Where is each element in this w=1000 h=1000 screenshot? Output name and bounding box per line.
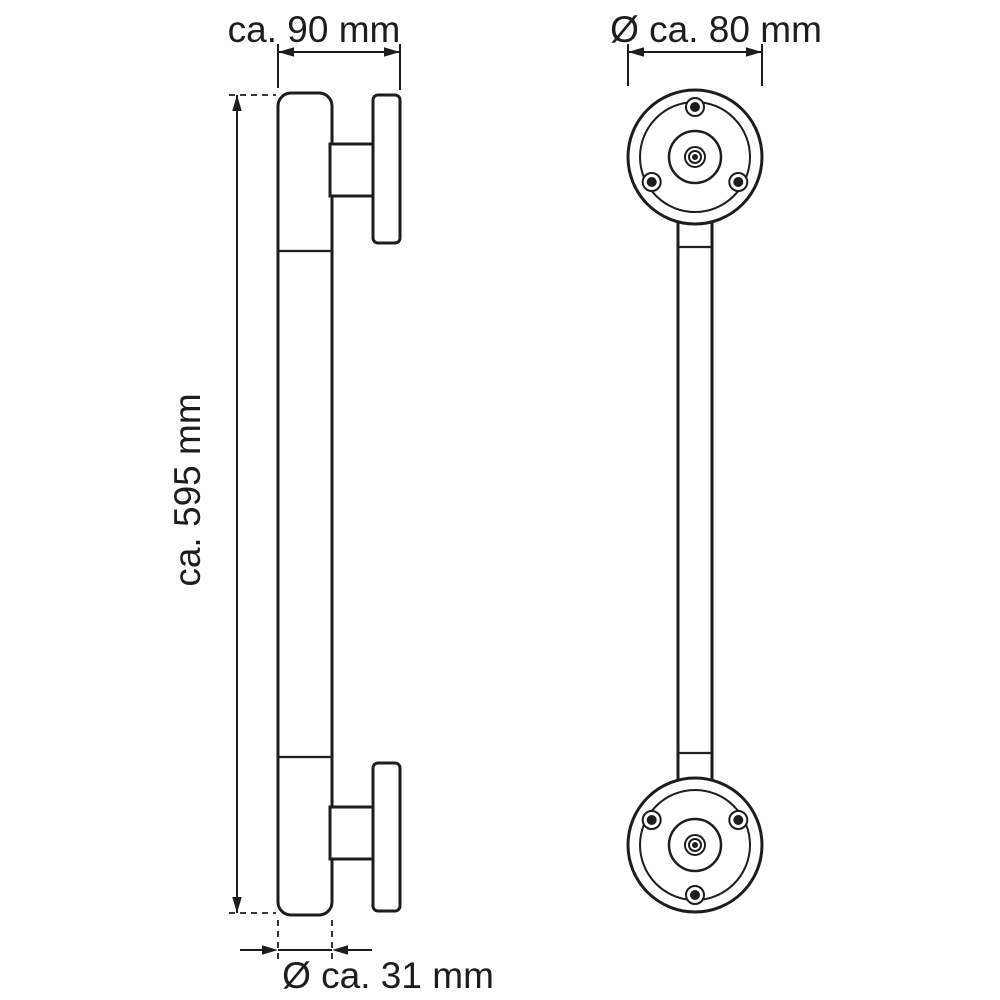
screw-icon <box>728 810 749 830</box>
arrowhead-icon <box>278 47 294 57</box>
arrowhead-icon <box>332 945 348 955</box>
arrowhead-icon <box>384 47 400 57</box>
dimension-flange-diameter: Ø ca. 80 mm <box>610 9 822 86</box>
dimension-overall-length: ca. 595 mm <box>167 94 276 914</box>
arrowhead-icon <box>262 945 278 955</box>
dimension-label-overall-length: ca. 595 mm <box>167 393 208 586</box>
top-flange-hub <box>667 129 723 185</box>
top-mounting-arm <box>328 142 377 198</box>
front-view <box>626 88 764 914</box>
bottom-wall-plate <box>371 761 402 913</box>
top-flange <box>626 88 764 226</box>
bottom-flange-hub <box>667 817 723 873</box>
side-view <box>276 91 402 917</box>
grab-bar-body <box>276 91 334 917</box>
arrowhead-icon <box>232 897 242 913</box>
dimension-label-flange-diameter: Ø ca. 80 mm <box>610 9 822 50</box>
dimension-bar-diameter: Ø ca. 31 mm <box>240 920 494 996</box>
top-wall-plate <box>371 93 402 245</box>
grab-bar-tube <box>676 216 714 786</box>
screw-icon <box>641 810 662 830</box>
screw-icon <box>685 885 705 905</box>
dimension-label-bar-diameter: Ø ca. 31 mm <box>282 955 494 996</box>
arrowhead-icon <box>232 95 242 111</box>
arrowhead-icon <box>628 47 644 57</box>
bottom-mounting-arm <box>328 805 377 861</box>
screw-icon <box>728 172 749 192</box>
dimension-bracket-depth: ca. 90 mm <box>228 9 401 90</box>
dimension-label-bracket-depth: ca. 90 mm <box>228 9 401 50</box>
screw-icon <box>685 97 705 117</box>
bottom-flange <box>626 776 764 914</box>
arrowhead-icon <box>746 47 762 57</box>
screw-icon <box>641 172 662 192</box>
